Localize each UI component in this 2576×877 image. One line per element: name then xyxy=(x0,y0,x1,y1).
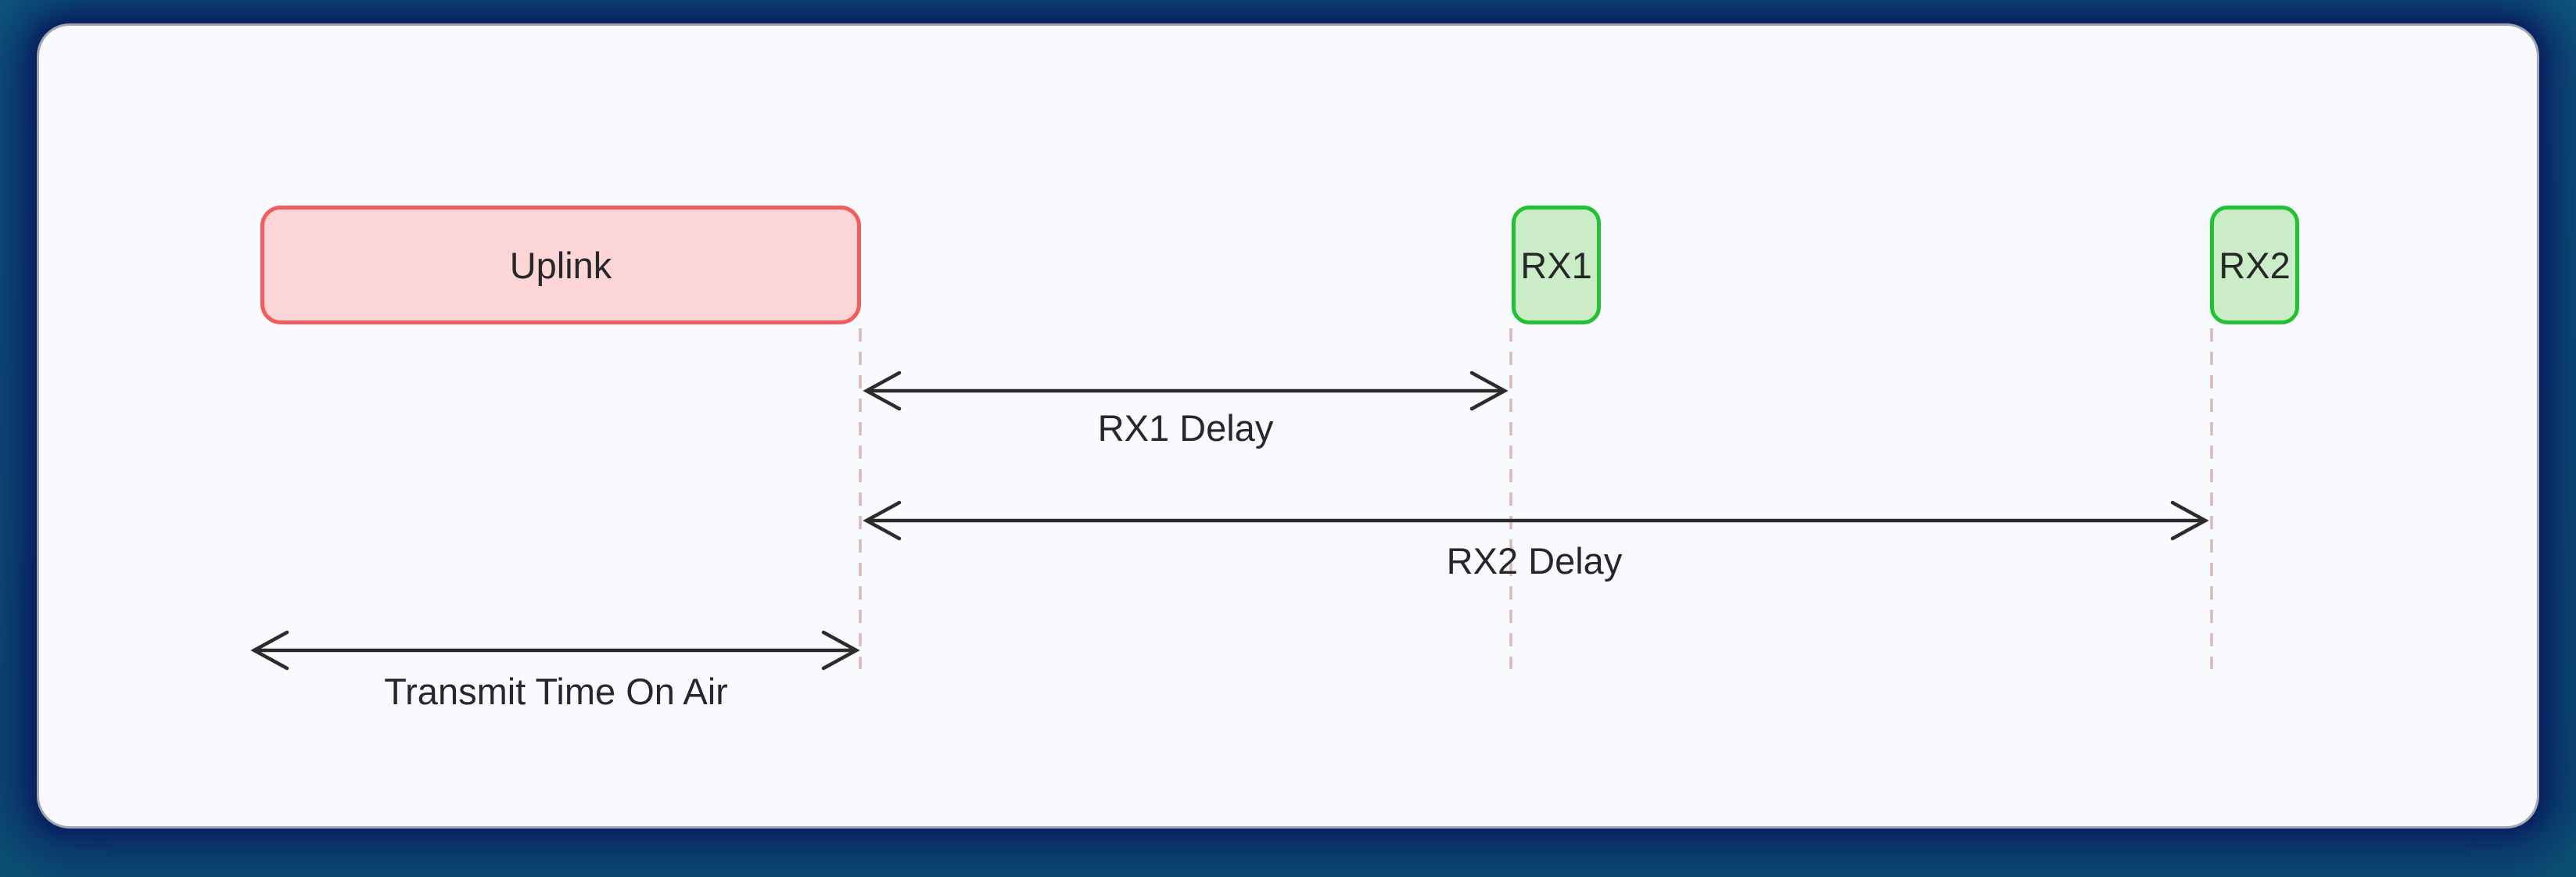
transmit-time-arrow xyxy=(250,630,860,671)
dashed-guides-group xyxy=(859,328,2213,669)
rx2-delay-label: RX2 Delay xyxy=(1446,540,1623,582)
rx2-node-label: RX2 xyxy=(2219,244,2291,286)
uplink-node-label: Uplink xyxy=(509,244,612,286)
rx1-delay-label: RX1 Delay xyxy=(1097,407,1274,449)
rx2-node: RX2 xyxy=(2210,206,2299,324)
diagram-panel xyxy=(37,23,2539,829)
transmit-time-label: Transmit Time On Air xyxy=(384,671,728,712)
arrowhead-left-icon xyxy=(863,500,902,541)
arrowhead-left-icon xyxy=(250,630,289,671)
arrows-group xyxy=(250,370,2209,671)
rx1-node-label: RX1 xyxy=(1520,244,1592,286)
rx1-delay-arrow xyxy=(863,370,1509,411)
arrowhead-right-icon xyxy=(821,630,860,671)
uplink-node: Uplink xyxy=(260,206,861,324)
arrowhead-left-icon xyxy=(863,370,902,411)
arrowhead-right-icon xyxy=(1469,370,1509,411)
arrowhead-right-icon xyxy=(2170,500,2209,541)
rx2-delay-arrow xyxy=(863,500,2209,541)
rx1-node: RX1 xyxy=(1512,206,1601,324)
